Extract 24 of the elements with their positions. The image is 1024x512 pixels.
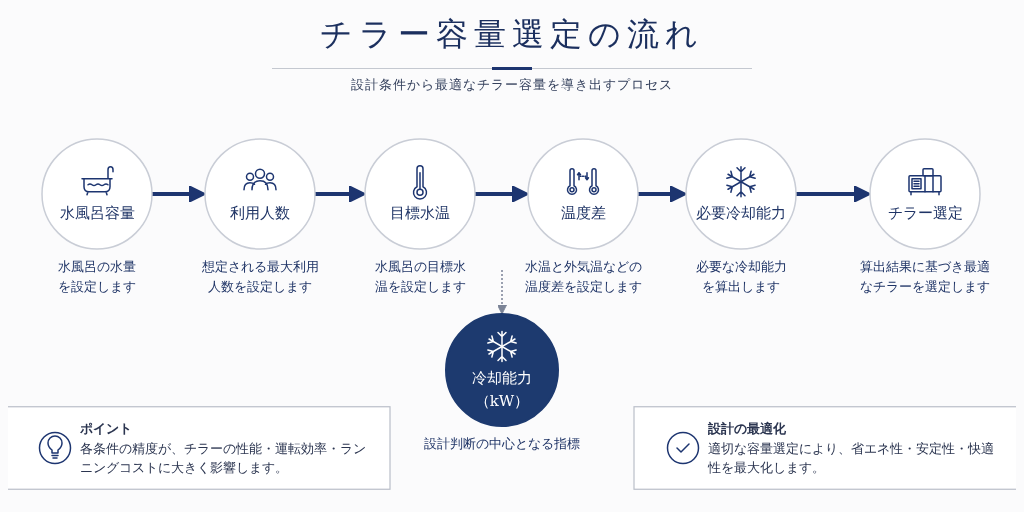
step-description: 水風呂の目標水温を設定します [374,259,466,294]
arrow [315,185,366,203]
arrow [475,185,529,203]
step-description: 必要な冷却能力を算出します [695,259,787,294]
arrow [638,185,687,203]
node-circle: 必要冷却能力 [685,138,797,250]
node-box: ポイント 各条件の精度が、チラーの性能・運転効率・ランニングコストに大きく影響します。 [8,406,391,490]
step-description: 算出結果に基づき最適なチラーを選定します [860,259,990,294]
node-circle: 冷却能力（kW） [445,313,559,427]
node-circle: チラー選定 [869,138,981,250]
step-description: 水風呂の水量を設定します [58,259,136,294]
node-circle: 目標水温 [364,138,476,250]
circle-caption: 設計判断の中心となる指標 [424,436,580,451]
node-circle: 温度差 [527,138,639,250]
node-circle: 利用人数 [204,138,316,250]
arrow [796,185,871,203]
subtitle: 設計条件から最適なチラー容量を導き出すプロセス [351,76,673,94]
diagram-title: チラー容量選定の流れ [320,14,704,55]
arrow [497,269,507,315]
node-circle: 水風呂容量 [41,138,153,250]
arrow [152,185,206,203]
step-description: 想定される最大利用人数を設定します [201,259,319,294]
node-box: 設計の最適化 適切な容量選定により、省エネ性・安定性・快適性を最大化します。 [633,406,1016,490]
step-description: 水温と外気温などの温度差を設定します [524,259,642,294]
